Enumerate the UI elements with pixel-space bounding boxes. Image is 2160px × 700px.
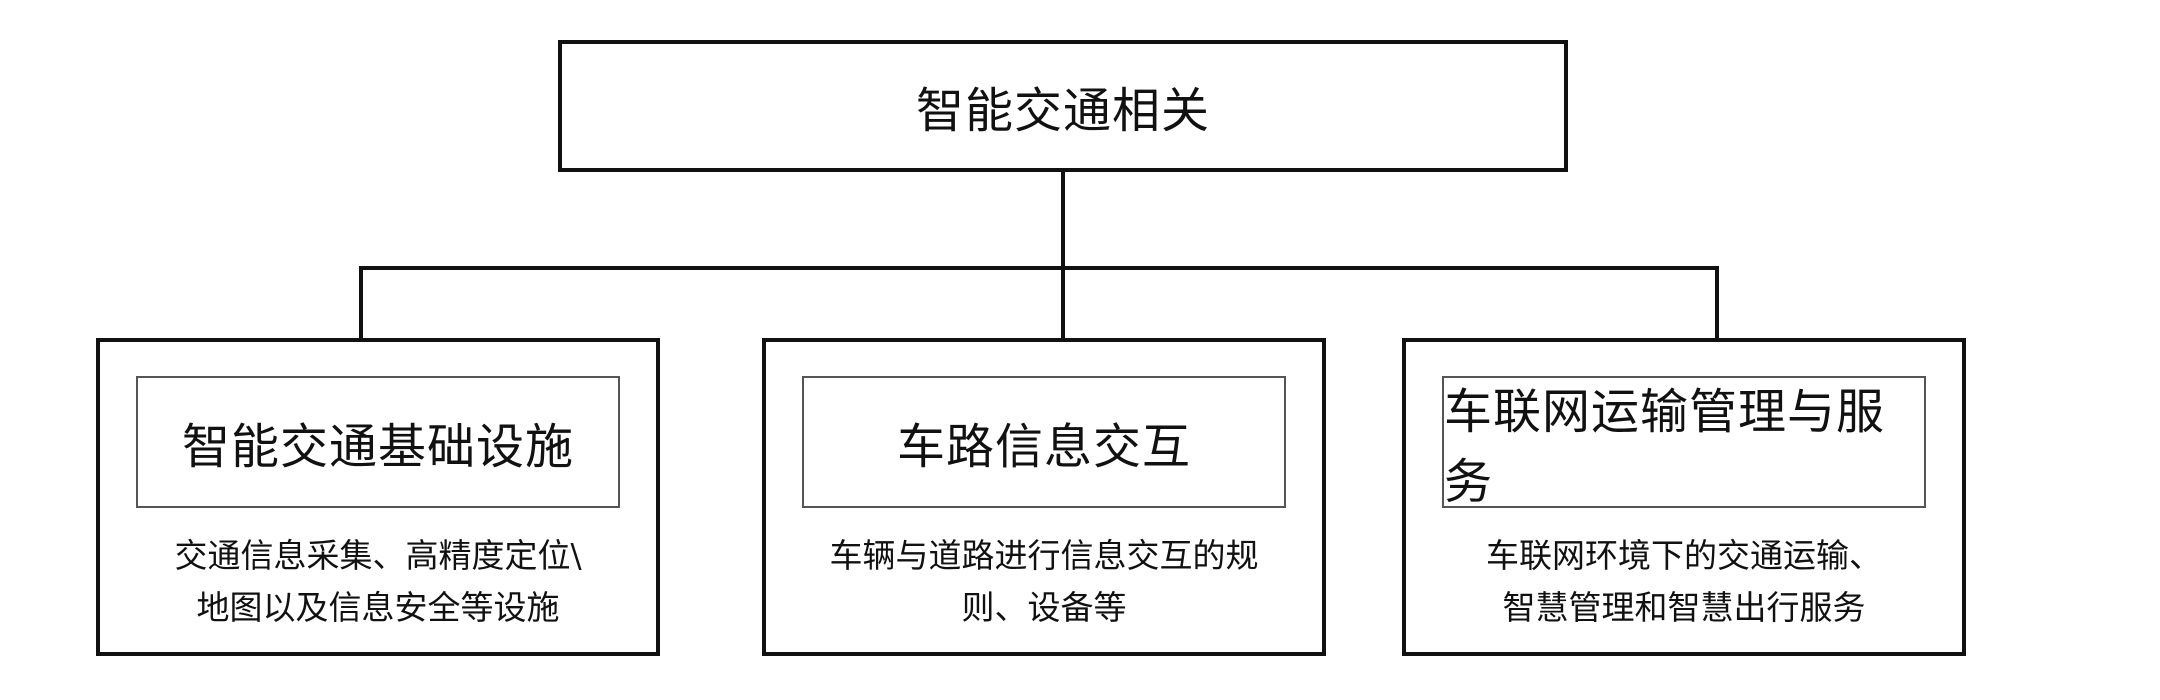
child-node-infrastructure-description: 交通信息采集、高精度定位\ 地图以及信息安全等设施 bbox=[120, 530, 636, 634]
child-node-vehicle-road-desc-line-1: 车辆与道路进行信息交互的规 bbox=[829, 536, 1259, 575]
child-node-vehicle-road-desc-line-2: 则、设备等 bbox=[961, 588, 1127, 627]
child-node-infrastructure-desc-line-1: 交通信息采集、高精度定位\ bbox=[174, 536, 582, 575]
child-node-vehicle-network-services: 车联网运输管理与服务 车联网环境下的交通运输、 智慧管理和智慧出行服务 bbox=[1402, 338, 1966, 656]
child-node-vehicle-network-services-desc-line-1: 车联网环境下的交通运输、 bbox=[1486, 536, 1882, 575]
child-node-infrastructure: 智能交通基础设施 交通信息采集、高精度定位\ 地图以及信息安全等设施 bbox=[96, 338, 660, 656]
child-node-vehicle-network-services-title: 车联网运输管理与服务 bbox=[1442, 376, 1926, 510]
root-node-label: 智能交通相关 bbox=[915, 83, 1210, 139]
child-node-vehicle-network-services-desc-line-2: 智慧管理和智慧出行服务 bbox=[1502, 588, 1866, 627]
child-node-vehicle-road-description: 车辆与道路进行信息交互的规 则、设备等 bbox=[786, 530, 1302, 634]
child-node-infrastructure-title: 智能交通基础设施 bbox=[136, 376, 620, 508]
child-node-vehicle-road-title: 车路信息交互 bbox=[802, 376, 1286, 508]
child-node-infrastructure-desc-line-2: 地图以及信息安全等设施 bbox=[196, 588, 560, 627]
child-node-vehicle-network-services-description: 车联网环境下的交通运输、 智慧管理和智慧出行服务 bbox=[1426, 530, 1942, 634]
root-node: 智能交通相关 bbox=[558, 40, 1568, 172]
child-node-vehicle-road: 车路信息交互 车辆与道路进行信息交互的规 则、设备等 bbox=[762, 338, 1326, 656]
